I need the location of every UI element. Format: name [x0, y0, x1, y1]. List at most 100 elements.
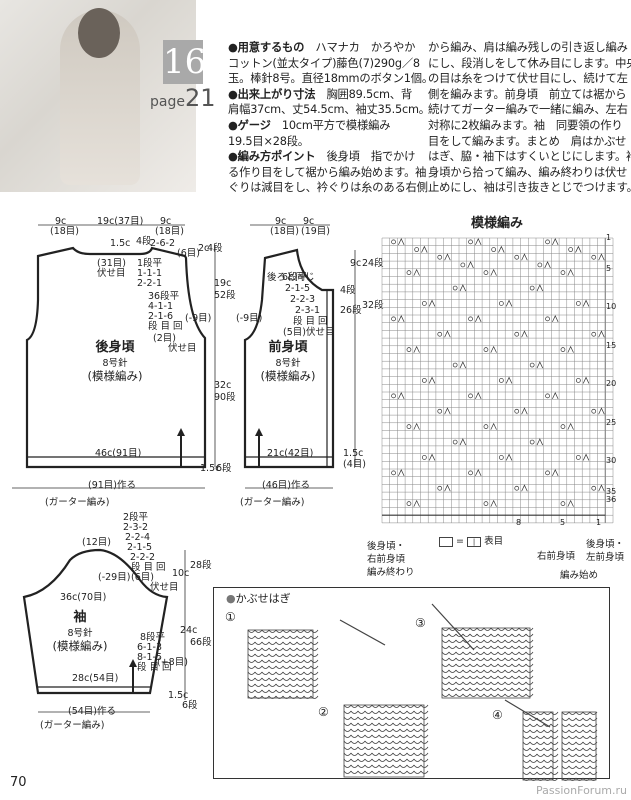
- knit-stitch: [518, 687, 527, 691]
- knit-stitch: [371, 746, 380, 750]
- yarn-over-symbol: [406, 424, 412, 429]
- knit-stitch: [406, 716, 415, 720]
- dimension-label: (-9目): [185, 313, 212, 324]
- dimension-label: (4目): [343, 459, 366, 470]
- knit-stitch: [343, 728, 352, 732]
- knit-stitch: [561, 747, 570, 751]
- decrease-symbol: [582, 453, 590, 461]
- yarn-over-symbol: [391, 470, 396, 476]
- knit-stitch: [483, 657, 492, 661]
- instruction-line: ●用意するもの ハマナカ かろやか: [228, 40, 433, 56]
- decrease-symbol: [413, 499, 420, 507]
- knit-stitch: [275, 683, 284, 687]
- knit-stitch: [385, 716, 394, 720]
- dimension-label: 28段: [190, 560, 212, 571]
- knit-stitch: [568, 723, 577, 727]
- knit-stitch: [282, 683, 291, 687]
- knit-stitch: [448, 645, 457, 649]
- knit-stitch: [371, 752, 380, 756]
- knit-stitch: [483, 627, 492, 631]
- decrease-symbol: [459, 284, 467, 292]
- dimension-label: 1.5c: [110, 238, 131, 249]
- yarn-over-symbol: [422, 301, 427, 306]
- knit-stitch: [575, 765, 584, 769]
- step-1-label: ①: [225, 610, 236, 624]
- dimension-label: 段 目 回: [137, 662, 172, 673]
- knit-stitch: [529, 747, 538, 751]
- knit-stitch: [497, 657, 506, 661]
- knit-stitch: [392, 734, 401, 738]
- knit-stitch: [561, 723, 570, 727]
- yarn-over-symbol: [499, 378, 504, 383]
- dimension-label: 21c(42目): [267, 448, 314, 459]
- knit-stitch: [413, 746, 422, 750]
- knit-stitch: [357, 740, 366, 744]
- knit-stitch: [504, 645, 513, 649]
- knit-stitch: [529, 777, 538, 781]
- knit-stitch: [406, 752, 415, 756]
- knit-stitch: [289, 653, 298, 657]
- knit-stitch: [441, 693, 450, 697]
- decrease-symbol: [552, 238, 559, 246]
- row-number: 20: [606, 379, 617, 388]
- knit-stitch: [310, 665, 319, 669]
- dimension-label: 8段平: [140, 632, 166, 643]
- knit-stitch: [497, 681, 506, 685]
- knit-stitch: [504, 693, 513, 697]
- knit-stitch: [448, 693, 457, 697]
- knit-stitch: [441, 651, 450, 655]
- knit-stitch: [568, 711, 577, 715]
- three-needle-bindoff-box: [213, 587, 610, 779]
- knit-stitch: [462, 693, 471, 697]
- decrease-symbol: [475, 469, 482, 477]
- chart-legend: = | 表目: [439, 536, 503, 547]
- yarn-over-symbol: [575, 301, 581, 306]
- dimension-label: 2-1-6: [148, 311, 173, 322]
- knit-swatch: [441, 627, 531, 699]
- back-outline: [25, 246, 207, 469]
- knit-stitch: [254, 671, 263, 675]
- knit-stitch: [289, 659, 298, 663]
- knit-stitch: [543, 771, 552, 775]
- knit-stitch: [296, 677, 305, 681]
- dimension-label: (ガーター編み): [45, 497, 110, 508]
- knit-stitch: [392, 740, 401, 744]
- decrease-symbol: [567, 499, 574, 507]
- dimension-label: 6段平: [282, 272, 308, 283]
- knit-stitch: [343, 770, 352, 774]
- knit-stitch: [303, 671, 312, 675]
- row-number: 25: [606, 417, 617, 427]
- knit-stitch: [247, 683, 256, 687]
- instruction-line: 目をして編みます。まとめ 肩はかぶせ: [428, 134, 627, 148]
- knit-stitch: [441, 675, 450, 679]
- instruction-text: 10cm平方で模様編み: [270, 118, 391, 132]
- knit-stitch: [289, 695, 298, 699]
- dimension-label: (31目): [97, 258, 127, 269]
- knit-stitch: [420, 710, 429, 714]
- knit-stitch: [536, 777, 545, 781]
- knit-stitch: [296, 659, 305, 663]
- dimension-label: 2-2-4: [125, 532, 150, 543]
- knit-stitch: [568, 729, 577, 733]
- yarn-over-symbol: [545, 470, 550, 476]
- decrease-symbol: [444, 253, 451, 261]
- yarn-over-symbol: [514, 331, 520, 337]
- decrease-symbol: [490, 422, 497, 430]
- knit-stitch: [399, 740, 408, 744]
- decrease-symbol: [444, 407, 451, 415]
- yarn-over-symbol: [460, 262, 466, 268]
- instruction-text: 肩幅37cm、丈54.5cm、袖丈35.5cm。: [228, 103, 430, 117]
- knit-stitch: [275, 659, 284, 663]
- knit-stitch: [296, 671, 305, 675]
- knit-stitch: [536, 741, 545, 745]
- knit-stitch: [550, 777, 559, 781]
- decrease-symbol: [475, 238, 482, 246]
- knit-stitch: [371, 770, 380, 774]
- knit-stitch: [518, 639, 527, 643]
- knit-stitch: [420, 764, 429, 768]
- knit-stitch: [483, 675, 492, 679]
- knit-stitch: [525, 669, 534, 673]
- knit-stitch: [455, 633, 464, 637]
- knit-stitch: [483, 687, 492, 691]
- knitting-needle: [431, 603, 475, 651]
